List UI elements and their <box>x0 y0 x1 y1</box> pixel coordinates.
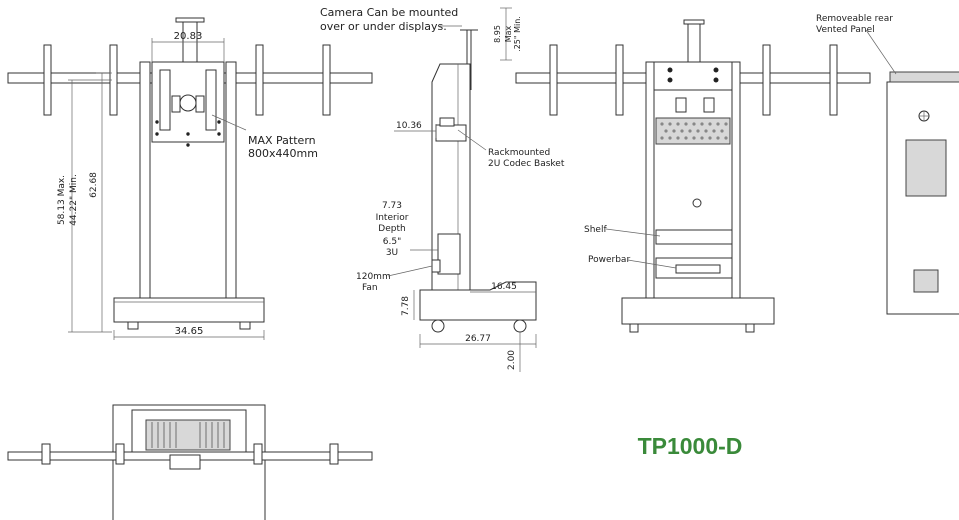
top-view-clamp <box>169 454 201 470</box>
front-view: 20.83 58.13 Max. 44.22" Min. 62.68 34.65… <box>7 17 373 340</box>
side-panel-fan-vent <box>913 269 939 293</box>
clamp-left <box>171 95 181 113</box>
front-base <box>113 297 265 323</box>
rear-bracket-4 <box>829 44 838 116</box>
rear-bracket-3 <box>762 44 771 116</box>
rear-panel-line1: Removeable rear <box>816 14 893 24</box>
rear-camera-plate <box>683 19 705 25</box>
powerbar-label: Powerbar <box>588 255 630 265</box>
top-view-basket-lines <box>151 422 225 448</box>
rear-top-holes <box>667 67 719 83</box>
dim-7-73: 7.73 <box>382 201 402 211</box>
dim-16-45: 16.45 <box>491 282 517 292</box>
column-right <box>225 61 237 301</box>
dim-62-68: 62.68 <box>89 172 99 198</box>
bracket-4 <box>322 44 331 116</box>
rear-switch-right <box>703 97 715 113</box>
bracket-3 <box>255 44 264 116</box>
codec-bracket <box>439 117 455 127</box>
shelf-label: Shelf <box>584 225 607 235</box>
camera-plate <box>175 17 205 23</box>
interior-label: Interior <box>376 213 409 223</box>
dim-6-5: 6.5" <box>383 237 401 247</box>
column-holes <box>155 120 221 147</box>
rear-cable-port <box>692 198 702 208</box>
dim-max: Max <box>504 25 513 42</box>
rear-view: Shelf Powerbar <box>515 19 871 333</box>
top-view-basket <box>145 419 231 451</box>
top-bracket-2 <box>115 443 125 465</box>
top-bracket-1 <box>41 443 51 465</box>
dim-58-13: 58.13 Max. <box>57 175 67 225</box>
camera-note-line1: Camera Can be mounted <box>320 6 458 19</box>
rear-bracket-1 <box>549 44 558 116</box>
side-base <box>419 281 537 321</box>
rear-shelf <box>655 229 733 245</box>
dim-2-00: 2.00 <box>507 350 517 370</box>
top-bracket-3 <box>253 443 263 465</box>
rear-caster-right <box>745 323 755 333</box>
wheel-front <box>431 319 445 333</box>
caster-right <box>239 321 251 330</box>
dim-20-83: 20.83 <box>174 31 203 42</box>
top-view <box>7 404 373 520</box>
dim-26-77: 26.77 <box>465 334 491 344</box>
dim-3u: 3U <box>386 248 398 258</box>
fan-line2: Fan <box>362 283 378 293</box>
rear-panel-line2: Vented Panel <box>816 25 875 35</box>
rear-powerbar <box>675 264 721 274</box>
side-shelf-block <box>437 233 461 275</box>
bracket-1 <box>43 44 52 116</box>
column-left <box>139 61 151 301</box>
codec-basket <box>435 124 467 142</box>
clamp-right <box>195 95 205 113</box>
caster-left <box>127 321 139 330</box>
rear-switch-left <box>675 97 687 113</box>
dim-10-36: 10.36 <box>396 121 422 131</box>
side-panel-top-vent <box>889 71 959 83</box>
dim-8-95: 8.95 <box>493 25 502 43</box>
max-pattern-line2: 800x440mm <box>248 147 318 160</box>
dim-25-min: .25" Min. <box>513 16 522 52</box>
fan-block <box>431 259 441 273</box>
rear-bracket-2 <box>615 44 624 116</box>
dim-34-65: 34.65 <box>175 326 204 337</box>
rear-vent-grille <box>655 117 731 145</box>
rackmount-line2: 2U Codec Basket <box>488 159 565 169</box>
dim-7-78: 7.78 <box>401 296 411 316</box>
rackmount-line1: Rackmounted <box>488 148 550 158</box>
vesa-rail-right <box>205 69 217 131</box>
top-bracket-4 <box>329 443 339 465</box>
rear-camera-post <box>687 23 701 65</box>
rear-caster-left <box>629 323 639 333</box>
rear-top-panel <box>653 61 733 91</box>
vesa-rail-left <box>159 69 171 131</box>
depth-label: Depth <box>378 224 405 234</box>
side-view: Camera Can be mounted over or under disp… <box>320 6 565 372</box>
dim-44-22: 44.22" Min. <box>69 174 79 226</box>
rear-vent-dots <box>660 122 728 140</box>
rear-base <box>621 297 775 325</box>
side-panel-view: Removeable rear Vented Panel <box>816 14 959 315</box>
wheel-rear <box>513 319 527 333</box>
max-pattern-line1: MAX Pattern <box>248 134 316 147</box>
model-name: TP1000-D <box>638 433 743 459</box>
side-panel-vent <box>905 139 947 197</box>
fan-line1: 120mm <box>356 272 391 282</box>
camera-note-line2: over or under displays. <box>320 20 447 33</box>
